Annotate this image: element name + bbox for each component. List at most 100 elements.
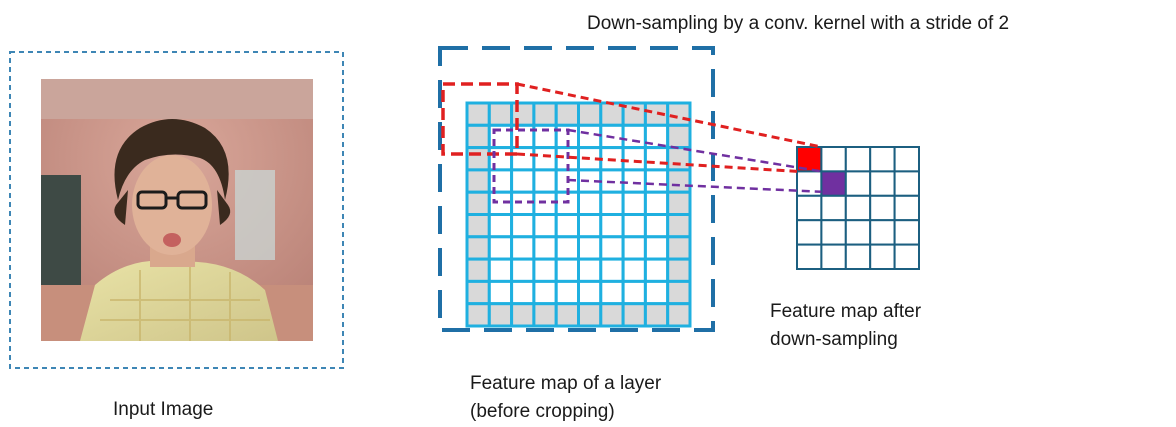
- input-image-frame: [9, 51, 344, 369]
- feature-cell: [532, 279, 558, 306]
- downsampled-cell-second-kernel-output: [820, 170, 847, 197]
- downsampled-cell: [796, 219, 823, 246]
- feature-cell: [643, 257, 670, 283]
- downsampled-cell: [844, 194, 872, 222]
- padding-cell: [465, 168, 491, 194]
- feature-cell: [532, 257, 558, 283]
- padding-cell: [465, 123, 491, 150]
- feature-cell: [554, 257, 581, 283]
- feature-cell: [643, 190, 670, 216]
- feature-cell: [643, 279, 670, 306]
- feature-cell: [487, 279, 514, 306]
- input-photo: [41, 79, 313, 341]
- padding-cell: [666, 168, 692, 194]
- feature-cell: [487, 257, 514, 283]
- feature-cell: [487, 213, 514, 239]
- downsampled-cell: [796, 243, 823, 271]
- downsampled-cell: [844, 219, 872, 246]
- feature-cell: [554, 213, 581, 239]
- feature-cell: [643, 168, 670, 194]
- padding-cell: [621, 302, 647, 328]
- feature-map-grid: [465, 101, 692, 328]
- feature-cell: [577, 257, 603, 283]
- downsampled-cell: [893, 170, 920, 197]
- downsampled-cell: [844, 146, 872, 173]
- padding-cell: [465, 279, 491, 306]
- padding-cell: [599, 302, 625, 328]
- feature-cell: [532, 168, 558, 194]
- second-kernel-projection-bottom: [567, 178, 822, 194]
- feature-cell: [577, 235, 603, 261]
- padding-cell: [532, 101, 558, 127]
- downsampled-cell: [796, 194, 823, 222]
- feature-cell: [487, 235, 514, 261]
- feature-cell: [577, 123, 603, 150]
- downsampled-cell: [844, 243, 872, 271]
- feature-cell: [577, 190, 603, 216]
- kernel-overlays: [441, 82, 822, 204]
- feature-cell: [510, 279, 536, 306]
- downsampled-cell: [820, 194, 847, 222]
- feature-cell: [621, 279, 647, 306]
- padding-cell: [666, 123, 692, 150]
- padding-cell: [532, 302, 558, 328]
- feature-cell: [532, 146, 558, 172]
- padding-cell: [465, 235, 491, 261]
- padding-cell: [666, 190, 692, 216]
- feature-cell: [510, 213, 536, 239]
- feature-cell: [621, 235, 647, 261]
- downsampled-cell: [893, 219, 920, 246]
- feature-cell: [510, 168, 536, 194]
- padding-cell: [465, 257, 491, 283]
- padding-cell: [666, 302, 692, 328]
- second-kernel-projection-top: [567, 128, 822, 173]
- padding-cell: [666, 279, 692, 306]
- second-kernel-box: [492, 128, 570, 204]
- padding-cell: [554, 302, 581, 328]
- feature-map-label: Feature map of a layer (before cropping): [470, 373, 662, 422]
- downsampled-map-grid: [796, 146, 920, 271]
- downsampled-cell: [869, 219, 896, 246]
- feature-cell: [599, 279, 625, 306]
- first-kernel-box: [441, 82, 519, 156]
- downsampled-cell: [820, 219, 847, 246]
- feature-cell: [510, 235, 536, 261]
- feature-cell: [599, 257, 625, 283]
- feature-cell: [599, 190, 625, 216]
- padding-cell: [510, 302, 536, 328]
- feature-cell: [510, 257, 536, 283]
- feature-cell: [643, 235, 670, 261]
- feature-cell: [510, 146, 536, 172]
- feature-cell: [577, 213, 603, 239]
- feature-cell: [621, 257, 647, 283]
- padding-cell: [666, 235, 692, 261]
- padding-cell: [465, 101, 491, 127]
- feature-cell: [599, 235, 625, 261]
- padding-cell: [487, 101, 514, 127]
- padding-cell: [666, 146, 692, 172]
- feature-cell: [621, 123, 647, 150]
- padding-cell: [465, 302, 491, 328]
- downsampled-cell: [893, 194, 920, 222]
- padding-cell: [577, 302, 603, 328]
- downsampled-cell: [820, 146, 847, 173]
- padding-cell: [465, 213, 491, 239]
- feature-cell: [599, 213, 625, 239]
- feature-cell: [643, 213, 670, 239]
- downsampled-cell: [869, 243, 896, 271]
- diagram-title: Down-sampling by a conv. kernel with a s…: [587, 13, 1010, 34]
- feature-cell: [643, 146, 670, 172]
- feature-cell: [621, 146, 647, 172]
- downsampled-cell: [820, 243, 847, 271]
- padding-cell: [666, 213, 692, 239]
- first-kernel-projection-bottom: [516, 152, 798, 173]
- downsampled-cell: [869, 194, 896, 222]
- downsampled-cell: [844, 170, 872, 197]
- padding-cell: [643, 302, 670, 328]
- downsampled-cell: [893, 146, 920, 173]
- feature-cell: [532, 235, 558, 261]
- feature-cell: [532, 213, 558, 239]
- feature-cell: [554, 279, 581, 306]
